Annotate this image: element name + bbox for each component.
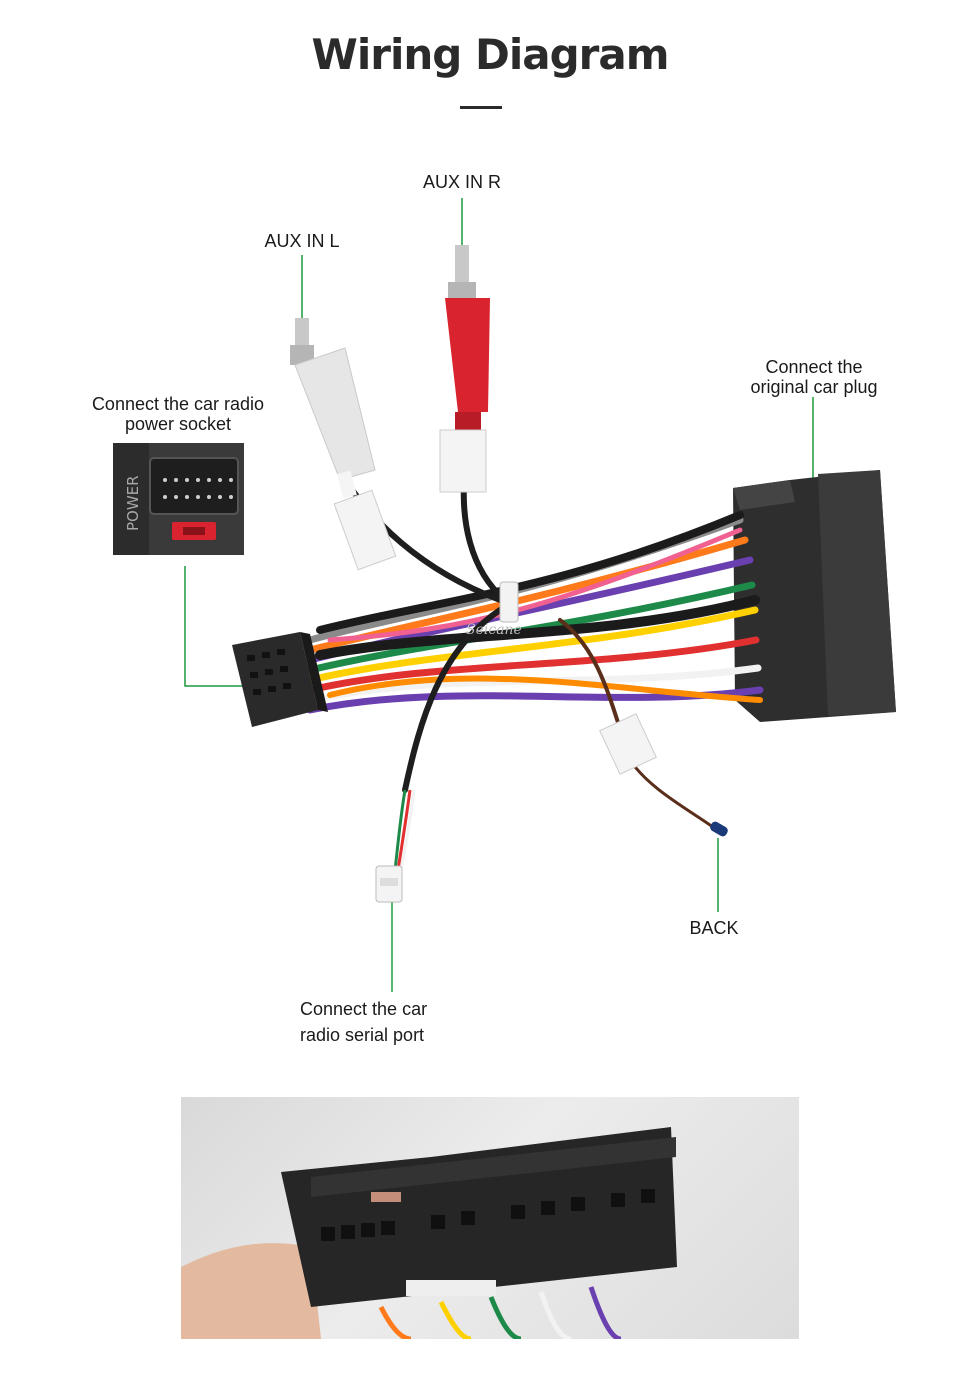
connector-closeup-illustration bbox=[181, 1127, 677, 1339]
aux-in-r-plug bbox=[445, 245, 490, 434]
label-aux-in-r: AUX IN R bbox=[422, 172, 501, 192]
aux-in-l-plug bbox=[290, 318, 376, 499]
serial-cable bbox=[402, 607, 503, 793]
label-original-plug-line2: original car plug bbox=[750, 377, 878, 397]
cable-tie bbox=[499, 581, 519, 623]
label-serial-port-line2: radio serial port bbox=[300, 1025, 425, 1045]
aux-r-sleeve bbox=[439, 429, 487, 493]
brand-imprint: Seicane bbox=[466, 622, 522, 638]
label-serial-port-line1: Connect the car bbox=[300, 999, 428, 1019]
label-serial-port: Connect the car radio serial port bbox=[300, 996, 480, 1048]
leader-power-socket bbox=[184, 566, 248, 687]
aux-l-sleeve bbox=[333, 489, 397, 571]
serial-port-connector bbox=[375, 789, 416, 903]
back-wire-tip bbox=[710, 821, 728, 837]
back-sleeve bbox=[599, 713, 657, 775]
label-original-plug: Connect the original car plug bbox=[724, 357, 904, 397]
wiring-diagram: POWER Seicane bbox=[113, 198, 896, 992]
power-imprint: POWER bbox=[124, 475, 142, 531]
power-harness-connector bbox=[232, 632, 328, 727]
label-power-socket-line1: Connect the car radio bbox=[91, 394, 265, 414]
label-original-plug-line1: Connect the bbox=[765, 357, 863, 377]
original-car-plug-connector bbox=[733, 470, 896, 722]
power-socket-inset: POWER bbox=[113, 443, 244, 555]
connector-closeup-photo bbox=[181, 1097, 799, 1339]
label-back: BACK bbox=[689, 918, 739, 938]
back-cable-tail bbox=[628, 758, 722, 834]
label-power-socket-line2: power socket bbox=[124, 414, 232, 434]
label-aux-in-l: AUX IN L bbox=[264, 231, 340, 251]
title-underline bbox=[460, 106, 502, 109]
page-title: Wiring Diagram bbox=[311, 30, 670, 79]
label-power-socket: Connect the car radio power socket bbox=[68, 394, 288, 434]
